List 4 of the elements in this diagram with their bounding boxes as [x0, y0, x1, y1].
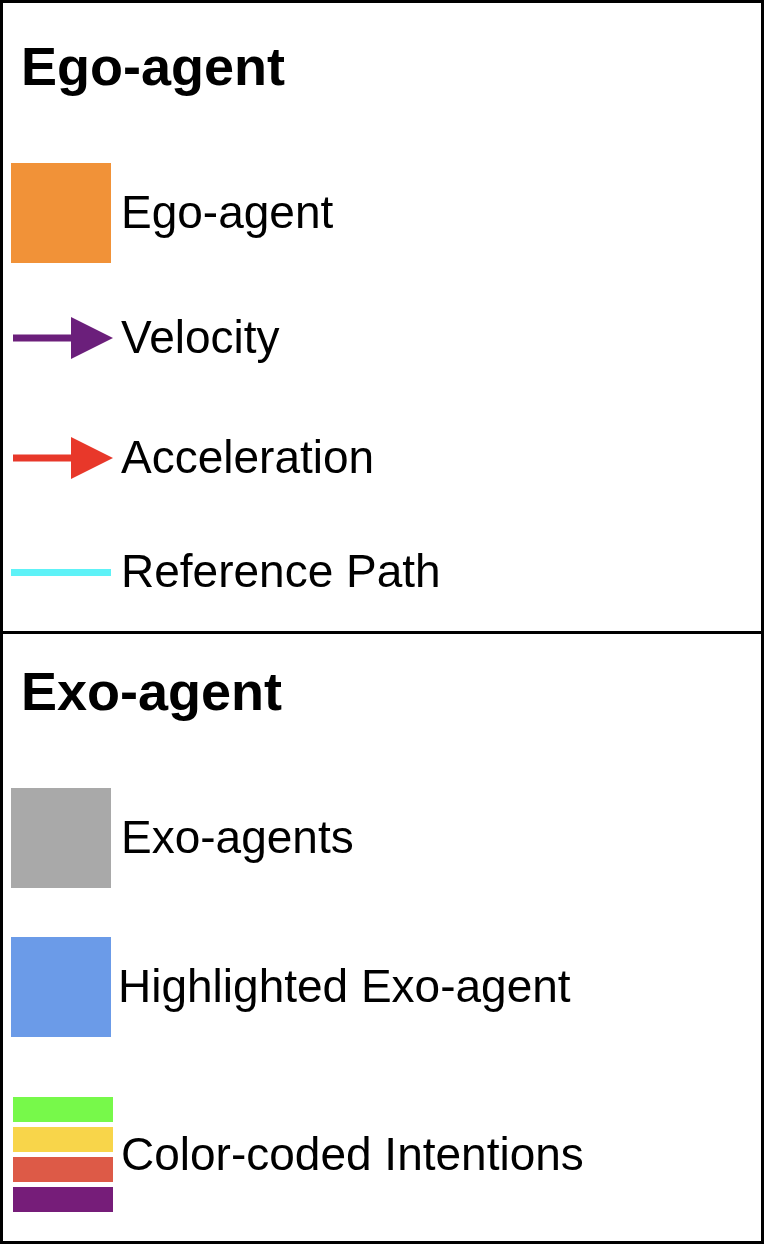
legend-label: Reference Path: [121, 548, 441, 594]
legend-label: Acceleration: [121, 434, 375, 480]
legend-panel: [0, 631, 764, 1244]
legend-label: Color-coded Intentions: [121, 1131, 584, 1177]
